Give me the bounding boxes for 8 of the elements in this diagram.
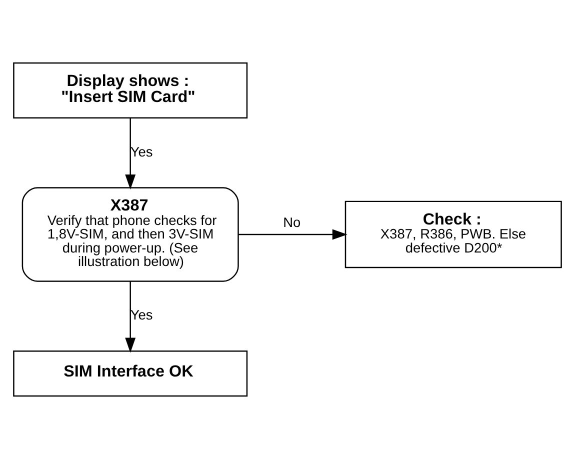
arrow: [125, 282, 136, 353]
node-box: Check : X387, R386, PWB. Else defective D200*: [344, 200, 562, 268]
node-box: SIM Interface OK: [13, 350, 248, 397]
arrow: [238, 229, 348, 240]
node-box: Display shows : "Insert SIM Card": [13, 62, 248, 118]
arrow: [125, 118, 136, 190]
edge-label: No: [283, 214, 301, 230]
node-box: X387 Verify that phone checks for 1,8V-SIM, and then 3V-SIM during power-up. (See illustration below): [22, 187, 239, 282]
